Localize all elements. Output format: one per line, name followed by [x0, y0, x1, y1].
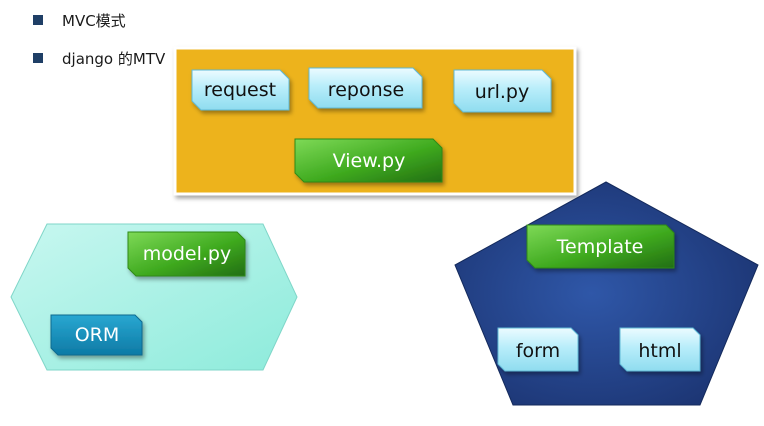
template-group-background	[454, 181, 759, 406]
model-group: model.py ORM	[10, 223, 298, 371]
template-label: Template	[556, 236, 644, 258]
template-node: Template	[526, 224, 675, 269]
orm-node: ORM	[50, 314, 143, 356]
bullet-square-icon	[33, 15, 43, 25]
bullet-text: django 的MTV	[62, 49, 166, 68]
request-label: request	[204, 79, 276, 101]
urlpy-label: url.py	[475, 81, 529, 103]
modelpy-label: model.py	[143, 243, 232, 265]
bullet-square-icon	[33, 53, 43, 63]
html-node: html	[619, 327, 701, 372]
urlpy-node: url.py	[453, 69, 552, 113]
view-group: request reponse url.py View.py	[173, 46, 577, 196]
bullet-mvc: MVC模式	[33, 9, 126, 31]
form-node: form	[497, 327, 579, 372]
html-label: html	[638, 340, 681, 362]
reponse-label: reponse	[328, 79, 404, 101]
orm-label: ORM	[75, 324, 120, 346]
viewpy-node: View.py	[294, 138, 443, 183]
request-node: request	[191, 69, 290, 111]
reponse-node: reponse	[308, 67, 423, 109]
modelpy-node: model.py	[127, 231, 246, 277]
viewpy-label: View.py	[333, 150, 406, 172]
bullet-text: MVC模式	[62, 11, 126, 30]
bullet-django-mtv: django 的MTV	[33, 47, 165, 69]
template-group: Template form html	[454, 181, 759, 406]
form-label: form	[516, 340, 560, 362]
